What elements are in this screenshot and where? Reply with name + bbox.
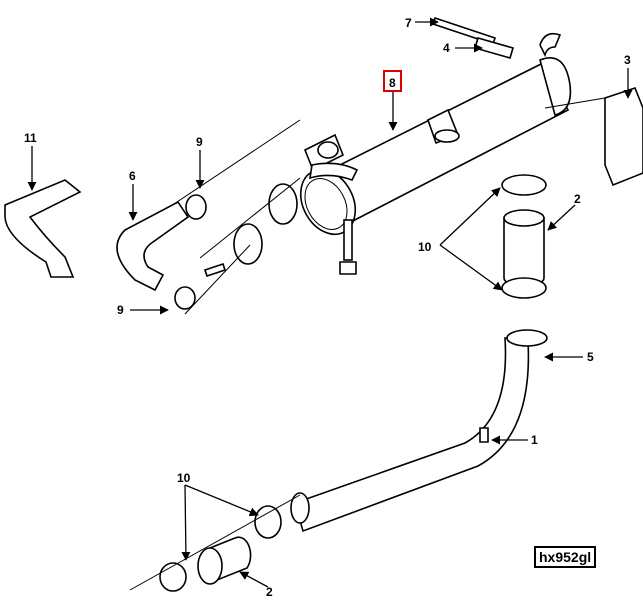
hose-part-11[interactable]	[4, 179, 82, 278]
callout-1[interactable]: 1	[531, 433, 538, 447]
clamp[interactable]	[501, 174, 547, 196]
callout-3[interactable]: 3	[624, 53, 631, 67]
clamp[interactable]	[501, 277, 547, 299]
callout-7[interactable]: 7	[405, 16, 412, 30]
screw[interactable]	[203, 262, 227, 278]
clamp[interactable]	[159, 562, 187, 592]
callout-5[interactable]: 5	[587, 350, 594, 364]
gasket[interactable]	[268, 183, 298, 225]
callout-6[interactable]: 6	[129, 169, 136, 183]
diagram-reference-code: hx952gl	[534, 546, 597, 568]
callout-2[interactable]: 2	[574, 192, 581, 206]
pipe-part-5[interactable]	[294, 337, 530, 533]
clamp[interactable]	[254, 505, 282, 539]
clamp[interactable]	[174, 286, 196, 310]
callout-10[interactable]: 10	[418, 240, 432, 254]
callout-11[interactable]: 11	[24, 131, 37, 145]
callout-4[interactable]: 4	[443, 41, 450, 55]
hose-part-6[interactable]	[116, 200, 190, 292]
coupling-part-2[interactable]	[503, 217, 545, 287]
callout-2[interactable]: 2	[266, 585, 273, 599]
drain-plug-part-1[interactable]	[479, 427, 489, 443]
callout-9[interactable]: 9	[196, 135, 203, 149]
leader-lines	[27, 17, 633, 588]
bracket-part-3[interactable]	[604, 87, 643, 187]
callout-9[interactable]: 9	[117, 303, 124, 317]
heat-exchanger-part-8[interactable]	[290, 32, 572, 275]
callout-10[interactable]: 10	[177, 471, 191, 485]
clamp[interactable]	[185, 194, 207, 220]
callout-8[interactable]: 8	[389, 76, 396, 90]
highlighted-callout-box	[383, 70, 402, 92]
